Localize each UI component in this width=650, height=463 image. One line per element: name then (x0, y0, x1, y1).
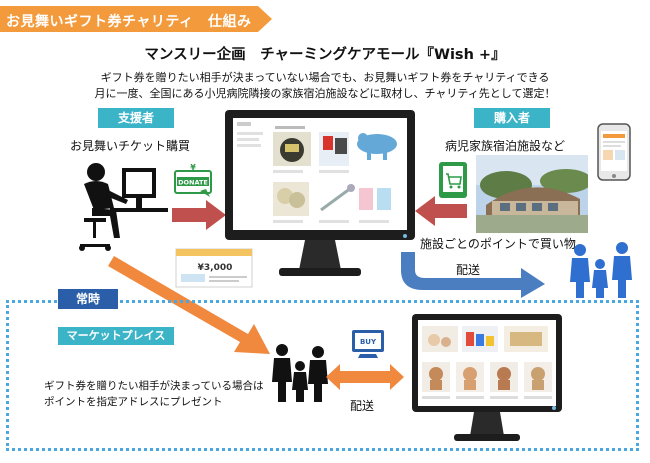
buyer-tag: 購入者 (474, 108, 550, 128)
delivery-double-arrow (326, 364, 404, 390)
buyer-label: 病児家族宿泊施設など (445, 139, 566, 153)
supporter-label: お見舞いチケット購買 (70, 139, 191, 153)
points-shopping-label: 施設ごとのポイントで買い物 (420, 237, 576, 251)
description-line-2: 月に一度、全国にある小児病院隣接の家族宿泊施設などに取材し、チャリティ先として選… (94, 87, 556, 100)
arrow-supporter-to-marketplace (108, 256, 270, 354)
facility-building-image (476, 155, 588, 233)
supporter-tag: 支援者 (98, 108, 174, 128)
page-title: マンスリー企画 チャーミングケアモール『Wish +』 (144, 47, 506, 63)
tablet-cart-icon (439, 162, 467, 198)
header-banner-text: お見舞いギフト券チャリティ 仕組み (6, 14, 252, 30)
marketplace-monitor (412, 314, 562, 441)
yen-symbol: ¥ (190, 163, 196, 172)
marketplace-frame (6, 300, 639, 451)
donate-card-icon: DONATE ¥ (174, 163, 212, 197)
smartphone-icon (597, 123, 631, 181)
always-tag: 常時 (58, 289, 118, 309)
arrow-supporter-to-mall (172, 200, 226, 230)
buy-icon: BUY (352, 330, 384, 358)
center-mall-monitor (225, 110, 415, 276)
supporter-computer-icon (79, 163, 168, 251)
gift-ticket-icon: ¥3,000 (175, 248, 253, 288)
description-line-1: ギフト券を贈りたい相手が決まっていない場合でも、お見舞いギフト券をチャリティでき… (100, 71, 550, 84)
arrow-buyer-to-mall (415, 196, 467, 226)
donate-text: DONATE (178, 179, 208, 187)
marketplace-desc-line-2: ポイントを指定アドレスにプレゼント (44, 396, 223, 408)
delivery-label-top: 配送 (456, 263, 481, 277)
marketplace-desc-line-1: ギフト券を贈りたい相手が決まっている場合は (44, 380, 264, 392)
header-banner-shape (0, 6, 272, 32)
delivery-arrow-top (401, 252, 545, 298)
marketplace-tag: マーケットプレイス (58, 327, 174, 345)
ticket-amount: ¥3,000 (198, 263, 233, 273)
delivery-label-bottom: 配送 (350, 399, 375, 413)
family-silhouette-black (272, 344, 328, 402)
family-silhouette-blue (570, 242, 632, 298)
buy-text: BUY (360, 338, 377, 346)
